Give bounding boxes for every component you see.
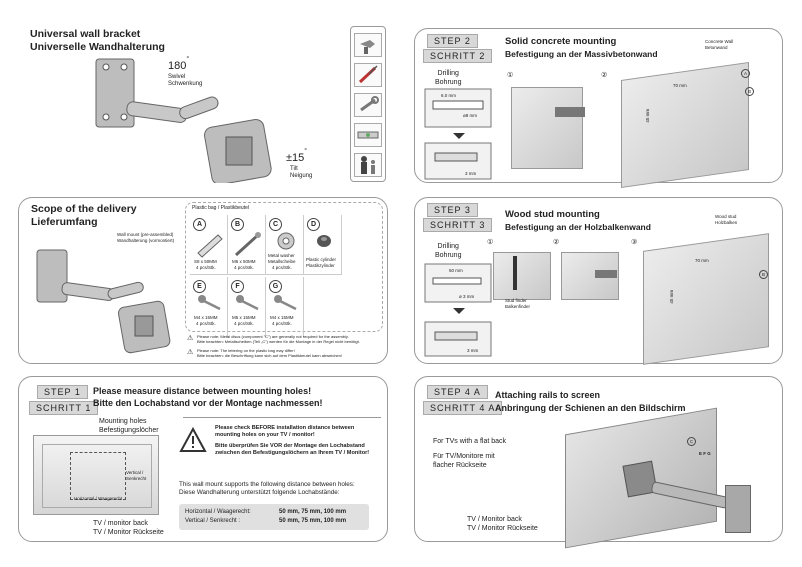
step1-warning: Please check BEFORE installation distanc… [215,425,370,456]
step2-dim-3: 3 mm [465,171,477,176]
spec-horizontal-value: 50 mm, 75 mm, 100 mm [279,509,347,515]
step1-badge-de: SCHRITT 1 [29,401,99,415]
step1-divider [183,417,381,418]
tv-vertical-label: Vertical / Senkrecht [126,470,147,481]
step3-badge: STEP 3 [427,203,478,217]
step3-dim-3b: 3 mm [467,348,479,353]
step3-level-tool [595,270,617,278]
step4a-ref-c: C [687,437,696,446]
swivel-label: 180° Swivel Schwenkung [168,56,203,87]
bracket-illustration [95,58,272,183]
spec-vertical-value: 50 mm, 75 mm, 100 mm [279,518,347,524]
step3-wall-large [643,233,769,365]
panel-scope: Scope of the delivery Lieferumfang Wall … [18,197,388,364]
two-persons-icon [354,153,382,177]
step2-wall-small [511,87,583,169]
step1-badge: STEP 1 [37,385,88,399]
scope-wallmount-label: Wall mount (pre-assembled) Wandhalterung… [117,232,175,243]
scope-note-2: ⚠ Please note: The lettering on the plas… [187,348,342,358]
parts-bag-label: Plastic bag / Plastikbeutel [192,205,249,211]
step4a-badge-de: SCHRITT 4 A [423,401,503,415]
step2-ref-a: A [741,69,750,78]
step4a-back-label: TV / Monitor back TV / Monitor Rückseite [467,516,538,532]
step1-holes-label: Mounting holes Befestigungslöcher [99,418,159,434]
tv-horizontal-label: Horizontal / Waagerecht [74,496,123,501]
warning-icon: ⚠ [187,349,194,356]
scope-note-1: ⚠ Please note: Metal discs (component "C… [187,334,360,344]
step4a-ref-efg: E F G [699,451,711,456]
screwdriver-icon [354,63,382,87]
step2-num2: ② [601,72,608,79]
part-b: B M6 x 50MM 4 pcs/Stk. [228,215,266,275]
step2-drilling: Drilling Bohrung [435,70,462,86]
step2-wall-label: Concrete Wall Betonwand [705,39,734,50]
part-c: C Metal washer Metallscheibe 4 pcs/Stk. [266,215,304,275]
panel-step2: STEP 2 SCHRITT 2 Solid concrete mounting… [414,28,783,188]
part-a: A S8 x 50MM 4 pcs/Stk. [190,215,228,275]
level-icon [354,123,382,147]
step4a-flat-label: For TVs with a flat back Für TV/Monitore… [433,438,507,469]
step3-wall-label: Wood stud Holzbalken [715,214,738,225]
step3-title: Wood stud mounting Befestigung an der Ho… [505,209,651,232]
step3-num3: ③ [631,239,638,246]
step3-num2: ② [553,239,560,246]
step2-title: Solid concrete mounting Befestigung an d… [505,36,658,59]
step3-drilling: Drilling Bohrung [435,243,462,259]
spec-vertical-label: Vertical / Senkrecht : [185,518,241,524]
wrench-icon [354,93,382,117]
overview-title: Universal wall bracket Universelle Wandh… [30,28,165,53]
spec-horizontal-label: Horizontal / Waagerecht: [185,509,251,515]
step2-dim-45: 45 mm [645,108,651,123]
step3-finder-label: Stud finder Balkenfinder [505,298,531,309]
step2-level-tool [555,107,585,117]
tools-panel [350,26,386,182]
panel-overview: Universal wall bracket Universelle Wandh… [18,18,388,186]
step4a-wall-plate [725,485,751,533]
tv-back-illustration: Vertical / Senkrecht Horizontal / Waager… [33,435,159,515]
step1-supports: This wall mount supports the following d… [179,481,355,496]
part-e: E M4 x 15MM 4 pcs/Stk. [190,277,228,337]
step3-ref-b: B [759,270,768,279]
panel-step1: STEP 1 SCHRITT 1 Please measure distance… [18,376,388,542]
step3-num1: ① [487,239,494,246]
step2-ref-b: B [745,87,754,96]
part-d: D Plastic cylinder Plastikzylinder [304,215,342,275]
step3-dim-50: 50 mm [449,268,463,273]
parts-box: Plastic bag / Plastikbeutel A S8 x 50MM … [185,202,383,337]
step1-title: Please measure distance between mounting… [93,386,323,408]
step4a-title: Attaching rails to screen Anbringung der… [495,390,686,413]
step3-dim-70: 70 mm [695,258,709,263]
drill-icon [354,33,382,57]
stud-finder [513,256,517,290]
step1-spec-table: Horizontal / Waagerecht: 50 mm, 75 mm, 1… [179,504,369,530]
step2-badge-de: SCHRITT 2 [423,49,493,63]
step4a-badge: STEP 4 A [427,385,488,399]
tilt-label: ±15° Tilt Neigung [286,148,313,179]
step3-dim-45: 45 mm [669,289,675,304]
scope-bracket-illustration [36,249,171,354]
step2-badge: STEP 2 [427,34,478,48]
step2-num1: ① [507,72,514,79]
step1-back-label: TV / monitor back TV / Monitor Rückseite [93,520,164,536]
panel-step3: STEP 3 SCHRITT 3 Wood stud mounting Befe… [414,197,783,365]
step2-drill-diagram [424,88,492,180]
step3-dim-3: ø 3 mm [459,294,475,299]
step2-wall-large [621,62,749,188]
warning-icon: ⚠ [187,335,194,342]
scope-title: Scope of the delivery Lieferumfang [31,203,137,228]
step3-drill-diagram [424,263,492,357]
part-f: F M5 x 15MM 4 pcs/Stk. [228,277,266,337]
step2-dim-70: 70 mm [673,83,687,88]
step2-dim-60: 6.0 mm [441,93,457,98]
warning-icon [179,427,207,452]
step3-wall-1 [493,252,551,300]
panel-step4a: STEP 4 A SCHRITT 4 A Attaching rails to … [414,376,783,549]
part-g: G M4 x 15MM 4 pcs/Stk. [266,277,304,337]
step3-badge-de: SCHRITT 3 [423,218,493,232]
step2-dim-8: ø8 mm [463,113,477,118]
